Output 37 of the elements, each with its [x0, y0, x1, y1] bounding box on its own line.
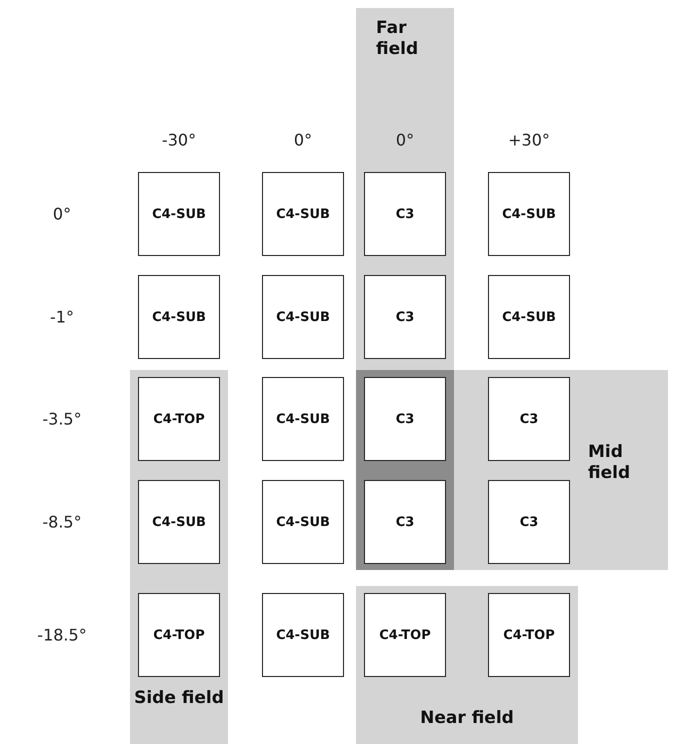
- sensor-box: C4-SUB: [138, 480, 220, 564]
- sensor-box: C4-SUB: [262, 480, 344, 564]
- sensor-box: C4-SUB: [262, 593, 344, 677]
- column-header: 0°: [294, 130, 312, 150]
- band-title: Far field: [376, 18, 420, 60]
- row-header: -1°: [50, 308, 74, 326]
- sensor-box: C3: [488, 377, 570, 461]
- sensor-box: C3: [488, 480, 570, 564]
- column-header: -30°: [162, 130, 196, 150]
- row-header: -18.5°: [37, 626, 87, 644]
- band-title: Side field: [133, 688, 225, 709]
- sensor-box: C3: [364, 275, 446, 359]
- band-title: Near field: [419, 708, 515, 729]
- band-title: Mid field: [588, 442, 632, 484]
- shaded-field-band: [130, 370, 228, 744]
- shaded-field-band: [454, 370, 668, 570]
- sensor-box: C4-TOP: [138, 377, 220, 461]
- row-header: -3.5°: [42, 410, 82, 428]
- sensor-box: C3: [364, 172, 446, 256]
- sensor-box: C4-SUB: [138, 275, 220, 359]
- sensor-box: C4-SUB: [488, 172, 570, 256]
- row-header: -8.5°: [42, 512, 82, 532]
- row-header: 0°: [52, 204, 72, 224]
- sensor-box: C4-TOP: [364, 593, 446, 677]
- sensor-box: C4-SUB: [138, 172, 220, 256]
- sensor-box: C4-SUB: [262, 275, 344, 359]
- shaded-field-band: [356, 8, 454, 370]
- column-header: +30°: [508, 130, 550, 150]
- column-header: 0°: [396, 130, 414, 150]
- sensor-box: C3: [364, 480, 446, 564]
- sensor-box: C4-SUB: [262, 172, 344, 256]
- sensor-box: C3: [364, 377, 446, 461]
- sensor-box: C4-TOP: [488, 593, 570, 677]
- shaded-field-band: [356, 586, 578, 744]
- sensor-box: C4-SUB: [488, 275, 570, 359]
- sensor-box: C4-TOP: [138, 593, 220, 677]
- sensor-box: C4-SUB: [262, 377, 344, 461]
